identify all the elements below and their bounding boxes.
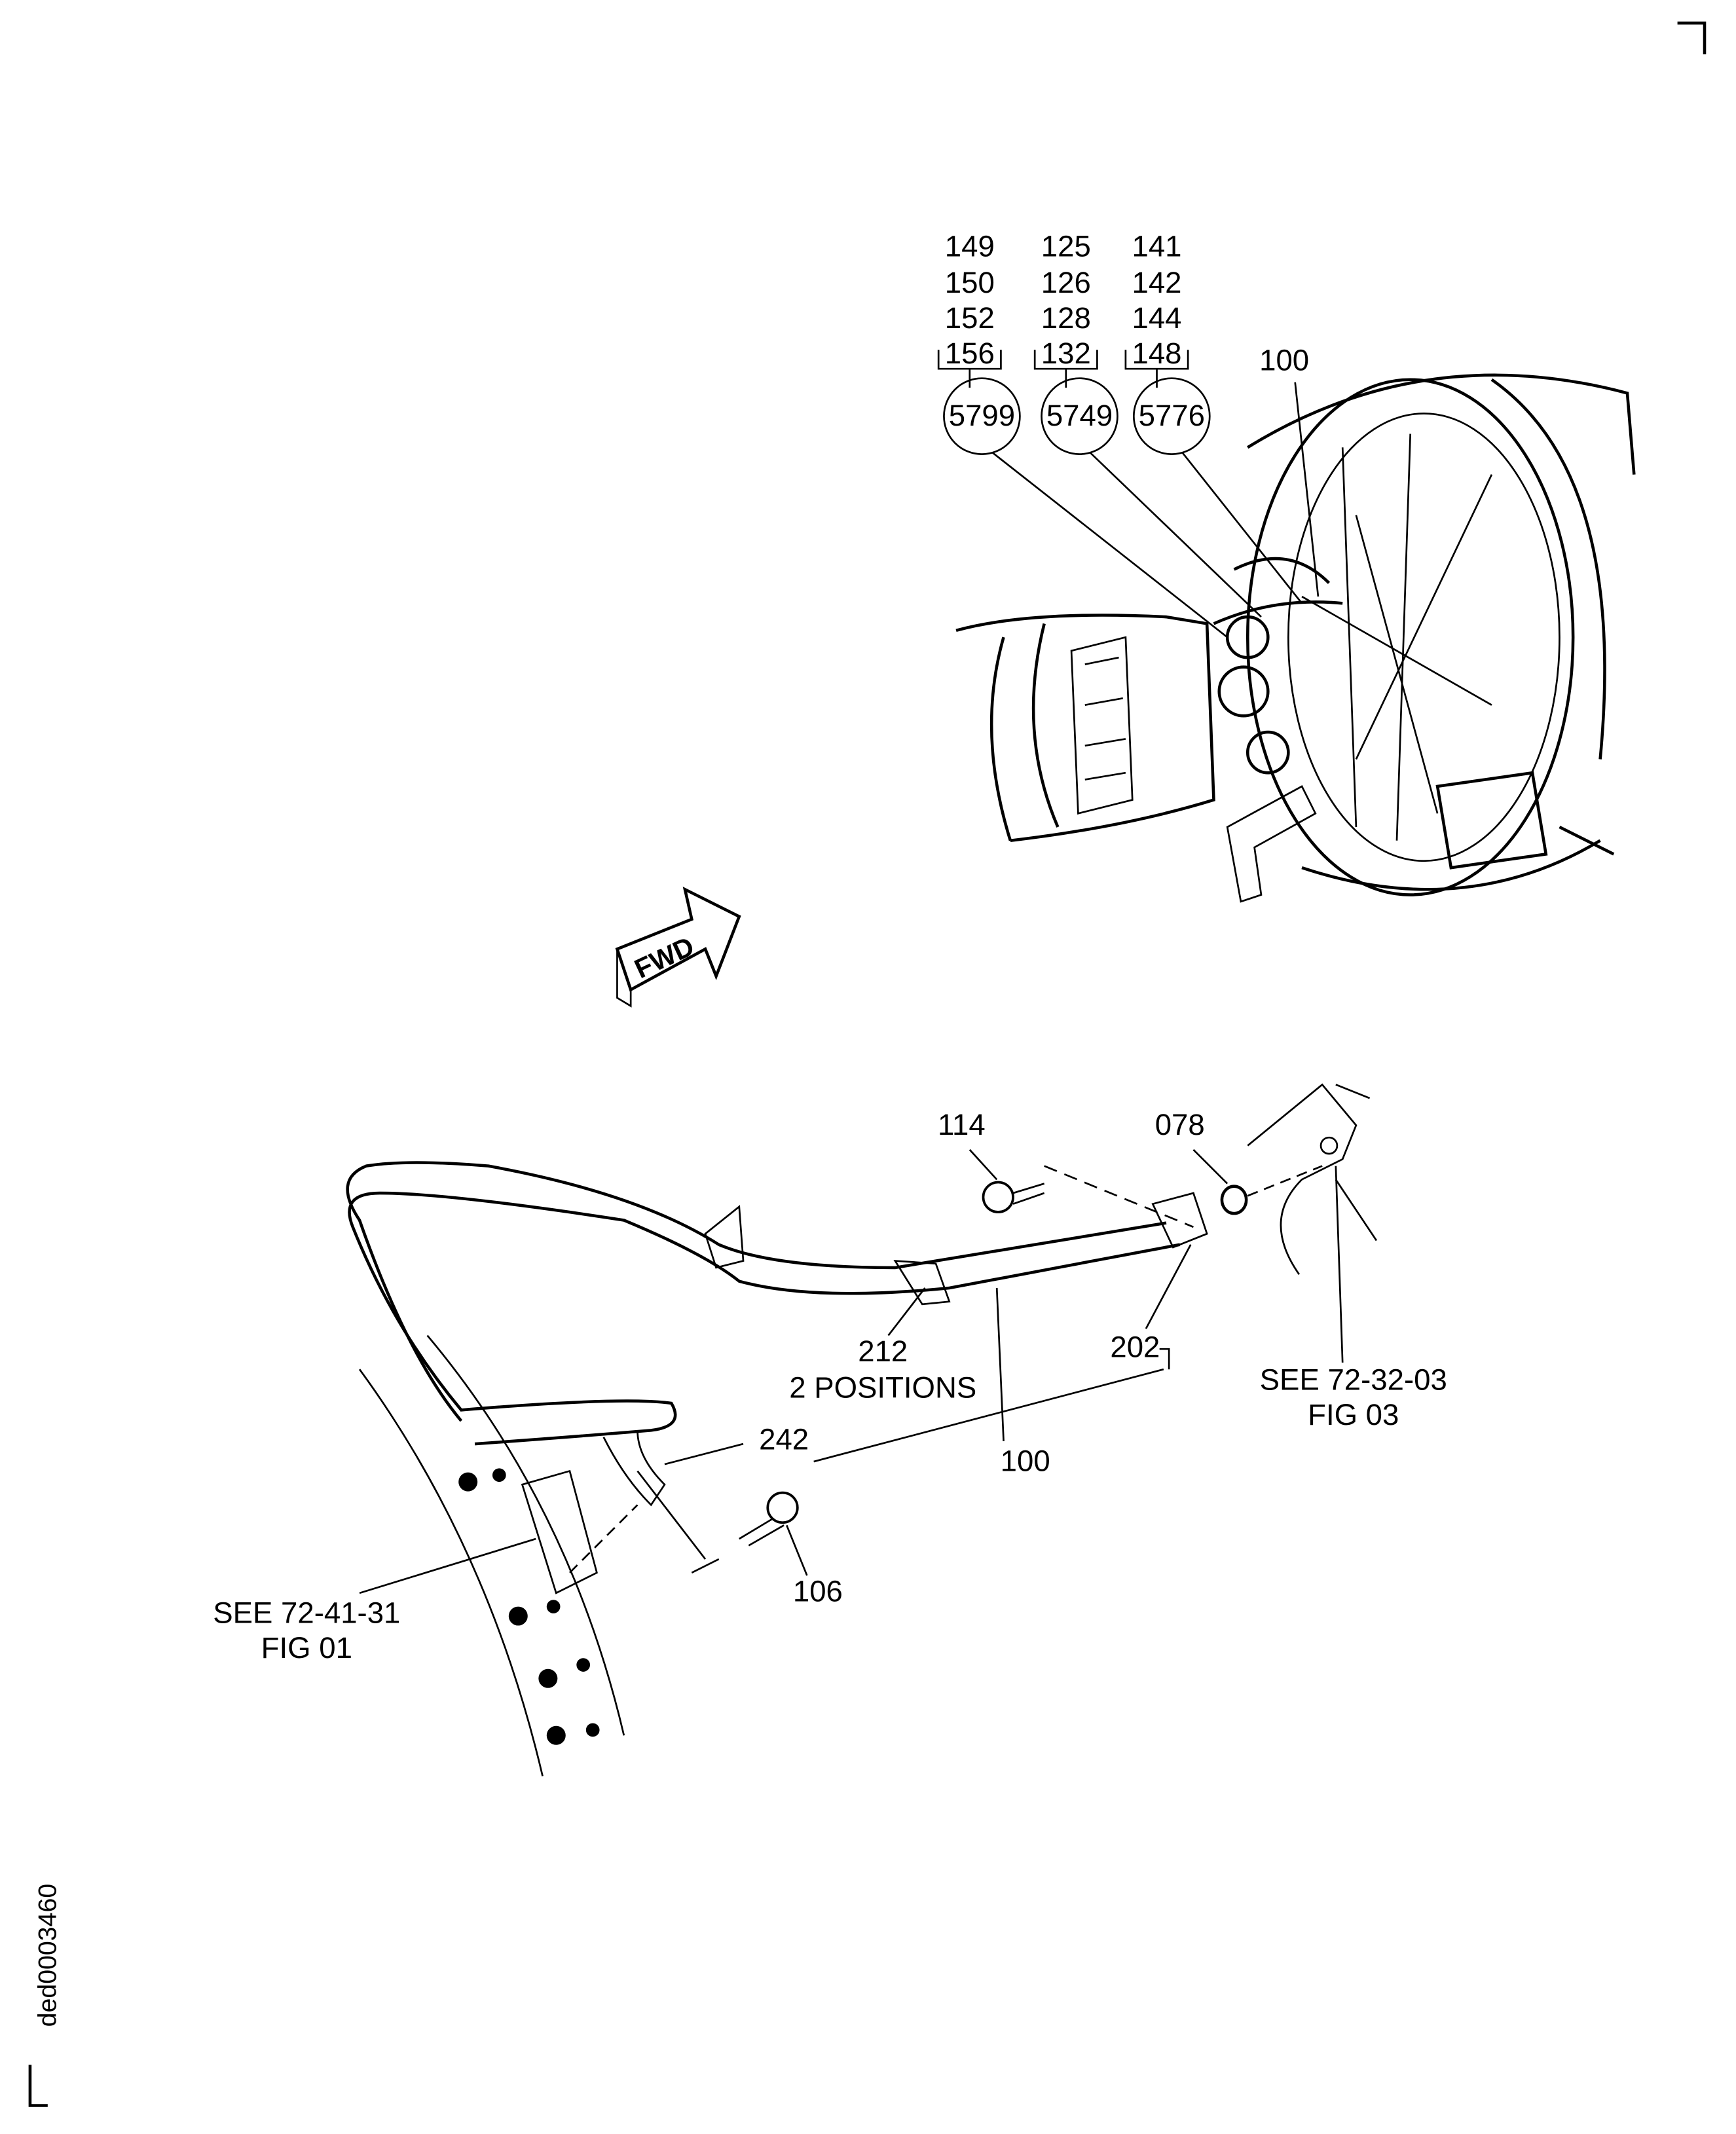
- item-label: 142: [1132, 266, 1182, 299]
- item-label: 128: [1041, 301, 1091, 335]
- callout-group-5749: 125 126 128 132 5749: [1033, 229, 1262, 618]
- item-212-label: 212: [858, 1334, 908, 1368]
- item-100-lower-label: 100: [1001, 1444, 1050, 1478]
- item-label: 132: [1041, 337, 1091, 370]
- item-100-upper-label: 100: [1259, 343, 1309, 377]
- fwd-arrow: FWD: [615, 887, 741, 1008]
- bolt-106: [637, 1470, 799, 1574]
- corner-mark-bottom-left: [28, 2065, 48, 2107]
- item-106-label: 106: [793, 1574, 843, 1608]
- item-212-note: 2 POSITIONS: [789, 1371, 976, 1405]
- item-202-label: 202: [1110, 1331, 1160, 1364]
- bolt-114: [982, 1165, 1194, 1228]
- engine-illustration: [955, 373, 1636, 903]
- figure-id: ded0003460: [33, 1884, 62, 2027]
- item-114-label: 114: [938, 1108, 986, 1141]
- item-label: 152: [945, 301, 995, 335]
- mount-bracket-right: [1247, 1083, 1378, 1276]
- item-label: 150: [945, 266, 995, 299]
- ref-left-line1: SEE 72-41-31: [213, 1596, 400, 1629]
- circle-label: 5799: [949, 399, 1015, 432]
- item-label: 156: [945, 337, 995, 370]
- ref-right-line2: FIG 03: [1308, 1398, 1399, 1431]
- item-078-label: 078: [1155, 1108, 1205, 1141]
- tube-assembly: [346, 1161, 1208, 1507]
- item-label: 126: [1041, 266, 1091, 299]
- item-label: 148: [1132, 337, 1182, 370]
- item-label: 144: [1132, 301, 1182, 335]
- item-242-label: 242: [759, 1422, 809, 1456]
- washer-078: [1220, 1185, 1248, 1215]
- ref-left-line2: FIG 01: [261, 1631, 352, 1665]
- corner-mark-top-right: [1677, 21, 1707, 54]
- item-label: 141: [1132, 229, 1182, 263]
- callout-group-5776: 141 142 144 148 5776: [1124, 229, 1303, 604]
- ref-right-line1: SEE 72-32-03: [1260, 1363, 1447, 1396]
- circle-label: 5776: [1139, 399, 1205, 432]
- callout-group-5799: 149 150 152 156 5799: [937, 229, 1228, 638]
- item-label: 149: [945, 229, 995, 263]
- item-label: 125: [1041, 229, 1091, 263]
- circle-label: 5749: [1046, 399, 1113, 432]
